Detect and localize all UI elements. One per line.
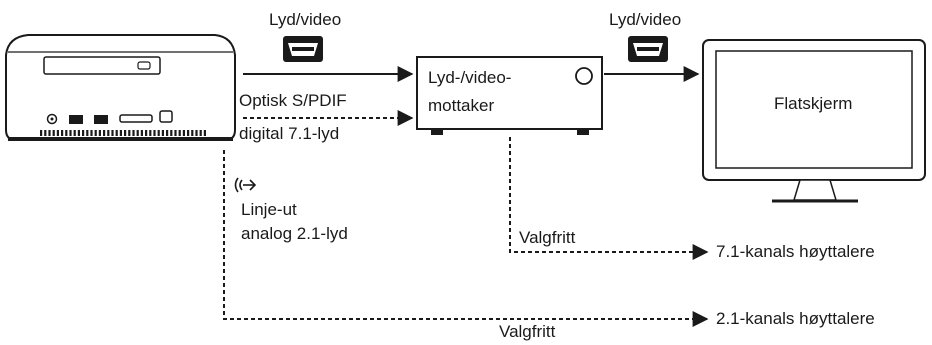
hdmi-plug-icon [628,36,668,62]
line-out-label-line2: analog 2.1-lyd [241,224,348,243]
receiver-label-line1: Lyd-/video- [428,68,512,87]
hdmi-in-label: Lyd/video [269,10,342,29]
hdmi-plug-icon [283,36,323,62]
optional-label-receiver: Valgfritt [519,228,576,247]
receiver-to-71-speakers-line [509,137,709,260]
flat-screen-monitor [702,39,926,203]
speakers-21-label: 2.1-kanals høyttalere [716,309,875,328]
computer-device [5,34,236,141]
monitor-label: Flatskjerm [774,94,853,113]
optical-label-line1: Optisk S/PDIF [239,91,347,110]
card-reader-slot [119,114,153,123]
receiver-label-line2: mottaker [428,96,495,115]
optical-label-line2: digital 7.1-lyd [239,124,340,143]
audio-line-out-icon [234,177,257,193]
eject-button [137,61,151,70]
optical-drive-slot [43,56,161,75]
computer-to-21-speakers-line [223,150,709,327]
usb-port-icon [69,115,83,124]
power-button [159,110,173,123]
line-out-label-line1: Linje-ut [241,200,297,219]
vent-grille [40,130,206,136]
av-receiver-device [416,56,603,135]
hdmi-out-label: Lyd/video [609,10,682,29]
volume-knob [575,67,593,85]
usb-port-icon [94,115,108,124]
speakers-71-label: 7.1-kanals høyttalere [716,242,875,261]
optional-label-computer: Valgfritt [499,322,556,341]
